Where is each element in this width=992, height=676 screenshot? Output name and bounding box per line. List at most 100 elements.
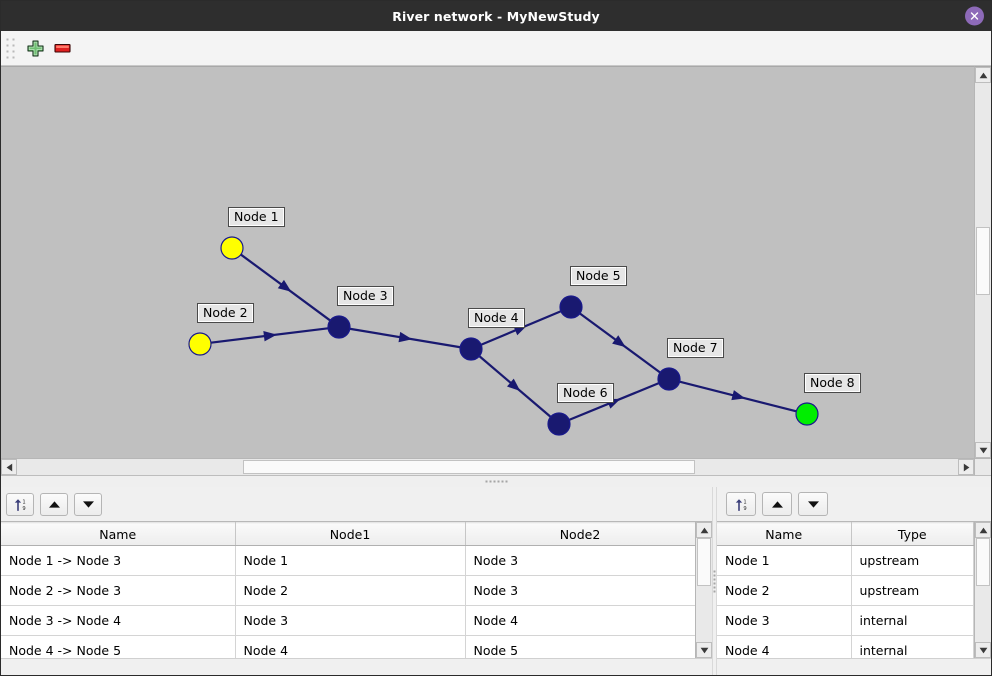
graph-node-node1[interactable] <box>220 236 244 260</box>
graph-node-node6[interactable] <box>547 412 571 436</box>
graph-node-node7[interactable] <box>657 367 681 391</box>
triangle-down-icon <box>979 447 987 453</box>
close-window-button[interactable] <box>965 6 984 26</box>
sort-ascending-icon: 1 9 <box>735 498 746 512</box>
reaches-cell[interactable]: Node 3 <box>465 575 695 606</box>
green-plus-icon <box>26 39 44 57</box>
delete-node-button[interactable] <box>49 35 77 61</box>
nodes-sort-button[interactable]: 1 9 <box>726 492 756 516</box>
reaches-cell[interactable]: Node 3 -> Node 4 <box>1 605 236 636</box>
reaches-cell[interactable]: Node 1 <box>235 545 466 576</box>
nodes-cell[interactable]: upstream <box>851 575 974 606</box>
graph-node-label-node8[interactable]: Node 8 <box>804 373 861 393</box>
reaches-vscroll-track[interactable] <box>696 538 712 642</box>
nodes-move-down-button[interactable] <box>798 492 828 516</box>
network-diagram[interactable]: Node 1 Node 2 Node 3 Node 4 Node 5 Node 6 Node… <box>1 66 974 458</box>
canvas-hscroll-track[interactable] <box>17 459 958 475</box>
scroll-up-button[interactable] <box>975 67 991 83</box>
reaches-scroll-up-button[interactable] <box>696 522 712 538</box>
nodes-cell[interactable]: internal <box>851 635 974 658</box>
reaches-vertical-scrollbar[interactable] <box>695 522 712 658</box>
nodes-cell[interactable]: Node 4 <box>717 635 852 658</box>
graph-node-node5[interactable] <box>559 295 583 319</box>
canvas-vscroll-thumb[interactable] <box>976 226 990 295</box>
reaches-col-name[interactable]: Name <box>1 522 236 546</box>
reaches-cell[interactable]: Node 4 <box>235 635 466 658</box>
vertical-splitter[interactable] <box>712 487 717 675</box>
svg-text:1: 1 <box>743 499 746 505</box>
nodes-vertical-scrollbar[interactable] <box>974 522 991 658</box>
nodes-pane: 1 9 <box>717 487 991 675</box>
svg-text:1: 1 <box>22 499 25 505</box>
graph-node-node2[interactable] <box>188 332 212 356</box>
nodes-scroll-up-button[interactable] <box>975 522 991 538</box>
reaches-col-node2[interactable]: Node2 <box>465 522 695 546</box>
nodes-cell[interactable]: Node 2 <box>717 575 852 606</box>
reaches-cell[interactable]: Node 1 -> Node 3 <box>1 545 236 576</box>
reaches-pane-footer <box>1 658 712 675</box>
graph-node-node4[interactable] <box>459 337 483 361</box>
graph-node-label-node4[interactable]: Node 4 <box>468 308 525 328</box>
nodes-cell[interactable]: upstream <box>851 545 974 576</box>
reaches-move-up-button[interactable] <box>40 492 68 516</box>
graph-node-label-node5[interactable]: Node 5 <box>570 266 627 286</box>
nodes-move-up-button[interactable] <box>762 492 792 516</box>
network-graph <box>188 236 819 436</box>
nodes-vscroll-thumb[interactable] <box>976 538 990 586</box>
graph-node-label-node3[interactable]: Node 3 <box>337 286 394 306</box>
reaches-cell[interactable]: Node 5 <box>465 635 695 658</box>
nodes-col-name[interactable]: Name <box>717 522 852 546</box>
graph-node-label-node1[interactable]: Node 1 <box>228 207 285 227</box>
nodes-vscroll-track[interactable] <box>975 538 991 642</box>
triangle-left-icon <box>6 463 12 471</box>
nodes-col-type[interactable]: Type <box>851 522 974 546</box>
edge-arrowhead <box>277 279 292 292</box>
reaches-cell[interactable]: Node 3 <box>235 605 466 636</box>
canvas-horizontal-scrollbar[interactable] <box>1 458 991 475</box>
reaches-sort-button[interactable]: 1 9 <box>6 492 34 516</box>
graph-node-node8[interactable] <box>795 402 819 426</box>
reaches-cell[interactable]: Node 2 -> Node 3 <box>1 575 236 606</box>
toolbar-drag-handle[interactable] <box>5 37 15 59</box>
canvas-vertical-scrollbar[interactable] <box>974 66 991 458</box>
nodes-scroll-down-button[interactable] <box>975 642 991 658</box>
triangle-down-icon <box>700 647 708 653</box>
graph-node-label-node6[interactable]: Node 6 <box>557 383 614 403</box>
vertical-splitter-grip <box>714 570 715 592</box>
close-x-icon <box>970 12 979 20</box>
graph-node-label-node2[interactable]: Node 2 <box>197 303 254 323</box>
nodes-cell[interactable]: Node 3 <box>717 605 852 636</box>
reaches-col-node1[interactable]: Node1 <box>235 522 466 546</box>
canvas-vscroll-track[interactable] <box>975 83 991 442</box>
reaches-cell[interactable]: Node 4 <box>465 605 695 636</box>
scroll-left-button[interactable] <box>1 459 17 475</box>
reaches-scroll-down-button[interactable] <box>696 642 712 658</box>
reaches-cell[interactable]: Node 3 <box>465 545 695 576</box>
reaches-pane: 1 9 <box>1 487 712 675</box>
add-node-button[interactable] <box>21 35 49 61</box>
scroll-down-button[interactable] <box>975 442 991 458</box>
canvas-hscroll-thumb[interactable] <box>242 460 695 474</box>
graph-node-label-node7[interactable]: Node 7 <box>667 338 724 358</box>
reaches-move-down-button[interactable] <box>74 492 102 516</box>
reaches-cell[interactable]: Node 2 <box>235 575 466 606</box>
graph-node-node3[interactable] <box>327 315 351 339</box>
nodes-cell[interactable]: Node 1 <box>717 545 852 576</box>
nodes-cell[interactable]: internal <box>851 605 974 636</box>
reaches-cell[interactable]: Node 4 -> Node 5 <box>1 635 236 658</box>
horizontal-splitter[interactable] <box>1 475 991 487</box>
reaches-vscroll-thumb[interactable] <box>697 538 711 586</box>
scroll-right-button[interactable] <box>958 459 974 475</box>
